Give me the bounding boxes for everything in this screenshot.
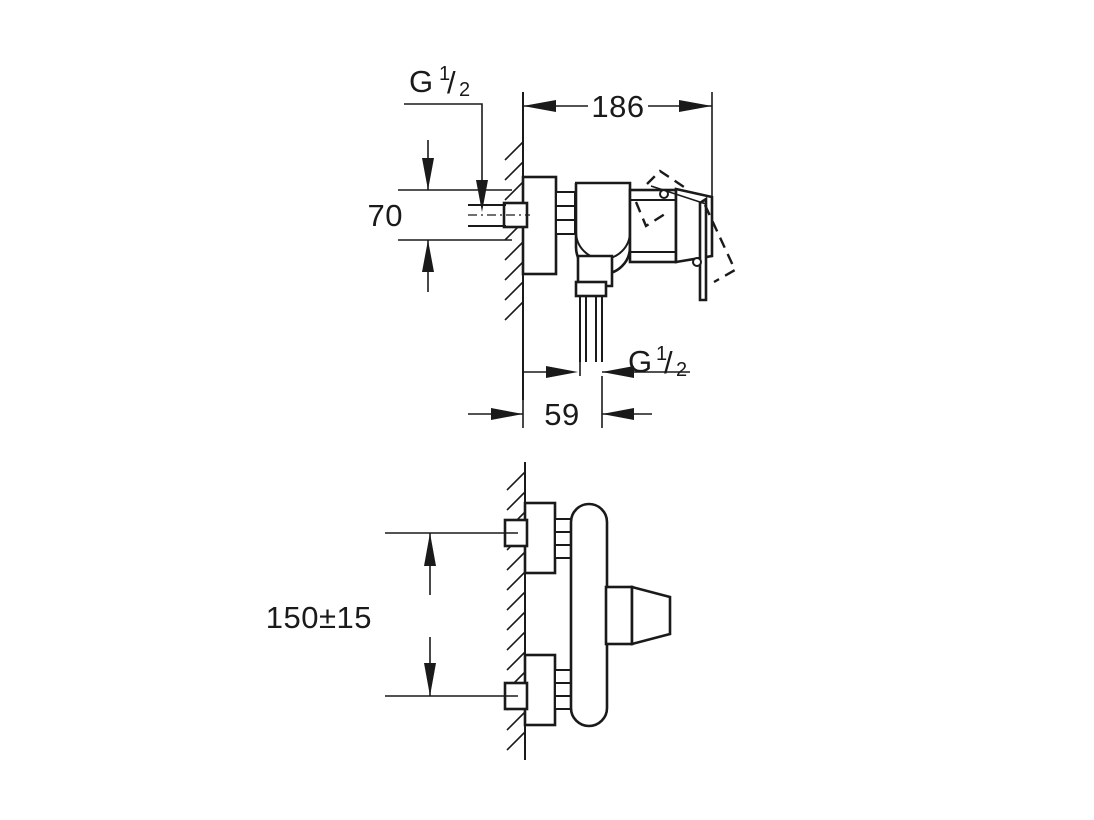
- dim59-label: 59: [544, 397, 579, 432]
- dim150-arrow-bottom: [424, 663, 436, 696]
- g-half-lower-numerator: 1: [656, 343, 668, 365]
- inlet-connector-upper: [468, 201, 530, 229]
- upper-union-ring-2: [554, 531, 573, 546]
- dimension-70: 70: [368, 140, 512, 292]
- g-half-upper-denominator: 2: [459, 79, 471, 101]
- outlet-collar: [574, 280, 608, 298]
- g-half-lower-slash: /: [664, 345, 673, 380]
- dim150-label: 150±15: [266, 600, 372, 635]
- g-half-upper-leader: [404, 103, 483, 198]
- g-half-upper-slash: /: [447, 65, 456, 100]
- lever-handle-open-phantom: [634, 169, 737, 284]
- wall-hatching: [504, 141, 524, 321]
- union-ring-1: [555, 191, 576, 207]
- outlet-pipe-upper: [574, 280, 608, 362]
- wall-escutcheon-upper: [521, 175, 558, 276]
- dim186-label: 186: [591, 89, 644, 124]
- wall-section: [504, 92, 524, 400]
- lower-union-ring-2: [554, 682, 573, 697]
- dim150-arrow-top: [424, 533, 436, 566]
- callout-g-half-upper: G 1 / 2: [404, 63, 488, 212]
- handle-phantom-inner: [634, 201, 666, 228]
- escutcheon-body: [521, 175, 558, 276]
- lever-handle-solid: [659, 187, 714, 302]
- dimension-150: 150±15: [266, 532, 518, 697]
- handle-lever-arm: [698, 196, 708, 302]
- dimension-59: 59: [468, 376, 652, 432]
- mixer-body-front: [569, 502, 609, 728]
- upper-union-ring-3: [554, 544, 573, 559]
- mixer-body-upper: [574, 181, 632, 288]
- lower-escutcheon: [523, 653, 557, 727]
- dim186-arrow-right: [679, 100, 712, 112]
- dim70-label: 70: [368, 198, 403, 233]
- g-half-lower-denominator: 2: [676, 359, 688, 381]
- side-elevation-view: 186 G 1 / 2 70: [368, 63, 737, 432]
- union-nut-stack: [555, 191, 576, 235]
- g-half-upper-g: G: [409, 64, 434, 99]
- front-elevation-view: 150±15: [266, 462, 672, 760]
- dim59-arrow-left: [491, 408, 523, 420]
- dimension-186: 186: [522, 89, 713, 197]
- upper-inlet-assembly: [503, 501, 573, 575]
- g-half-lower-arrow: [602, 366, 634, 378]
- lower-union-ring-3: [554, 695, 573, 710]
- cartridge-housing: [628, 188, 678, 264]
- dim186-arrow-left: [523, 100, 556, 112]
- g-half-upper-arrow: [476, 180, 488, 212]
- upper-escutcheon: [523, 501, 557, 575]
- dim70-arrow-bottom: [422, 240, 434, 272]
- handle-phantom-upper: [646, 169, 688, 190]
- handle-phantom-link: [650, 185, 707, 205]
- handle-phantom-arm: [703, 204, 737, 284]
- mixer-body-pill: [569, 502, 609, 728]
- g-half-upper-numerator: 1: [439, 63, 451, 85]
- spout-tip: [630, 585, 672, 646]
- dim70-arrow-top: [422, 158, 434, 190]
- dim59-arrow-right: [602, 408, 634, 420]
- spout-base: [604, 585, 634, 646]
- cartridge-housing-body: [628, 188, 678, 264]
- spout-front: [604, 585, 672, 646]
- union-ring-3: [555, 219, 576, 235]
- lower-union-ring-1: [554, 669, 573, 684]
- callout-g-half-lower: G 1 / 2: [522, 340, 690, 381]
- upper-union-ring-1: [554, 518, 573, 533]
- g-half-lower-wall-arrow: [546, 366, 578, 378]
- lower-inlet-assembly: [503, 653, 573, 727]
- union-ring-2: [555, 205, 576, 221]
- handle-pivot: [692, 257, 702, 267]
- wall-section-lower: [506, 462, 526, 760]
- outlet-neck: [576, 254, 614, 288]
